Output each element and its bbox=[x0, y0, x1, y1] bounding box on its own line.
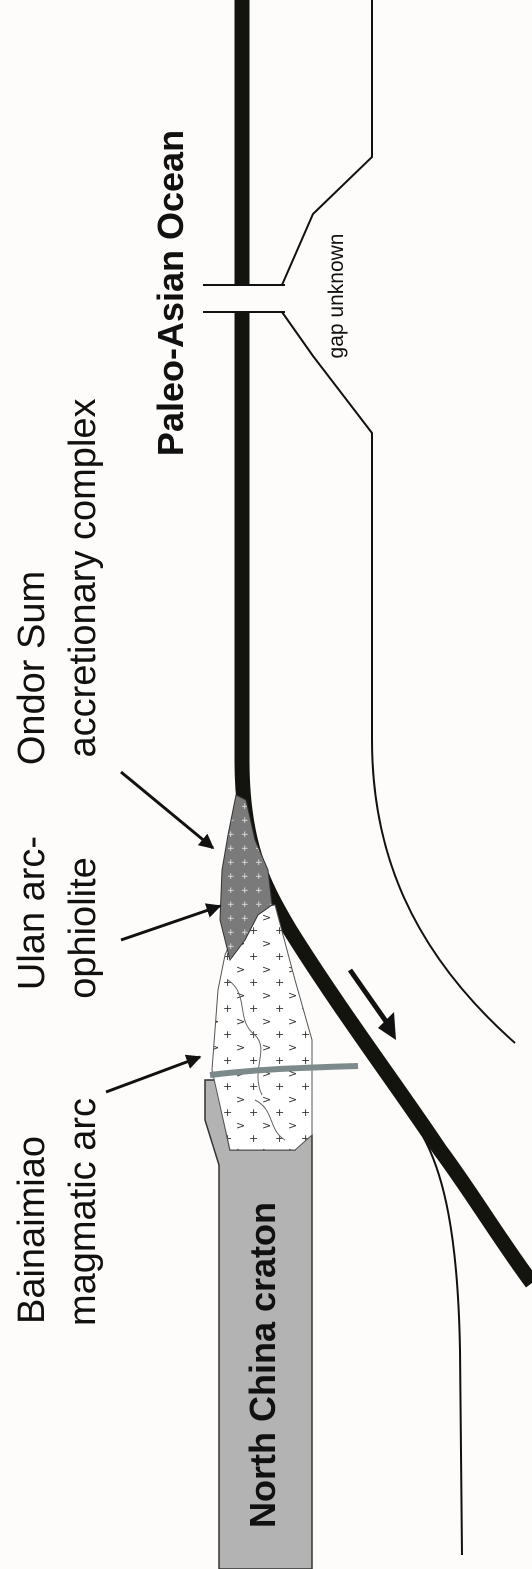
ulan-pointer-arrow-icon bbox=[121, 906, 220, 940]
ulan-label-line2: ophiolite bbox=[62, 857, 104, 999]
ondor-pointer-arrow-icon bbox=[121, 772, 213, 848]
gap-break-marker bbox=[203, 285, 285, 312]
ondor-label-line1: Ondor Sum bbox=[11, 571, 53, 765]
gap-label: gap unknown bbox=[325, 234, 348, 359]
bainaimiao-label-line1: Bainaimiao bbox=[11, 1136, 53, 1324]
ulan-label-line1: Ulan arc- bbox=[11, 836, 53, 990]
ondor-label-line2: accretionary complex bbox=[62, 398, 104, 757]
craton-label: North China craton bbox=[242, 1202, 283, 1528]
lower-crust-line bbox=[418, 1128, 462, 1555]
bainaimiao-pointer-arrow-icon bbox=[106, 1057, 200, 1092]
ocean-label: Paleo-Asian Ocean bbox=[150, 130, 191, 456]
lithosphere-base-line bbox=[282, 0, 515, 1043]
bainaimiao-label-line2: magmatic arc bbox=[62, 1098, 104, 1326]
